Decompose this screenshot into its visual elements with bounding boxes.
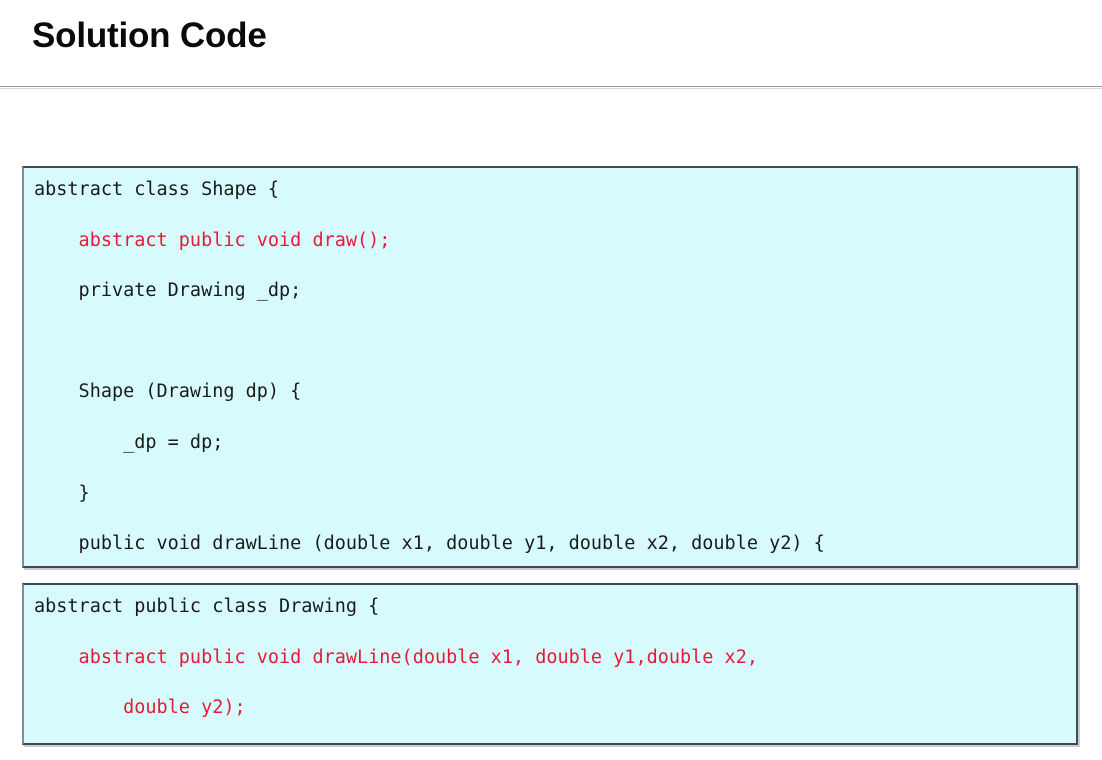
code-line: public void drawLine (double x1, double … xyxy=(34,531,1076,556)
code-line: abstract class Shape { xyxy=(34,177,1076,202)
code-token: public void drawLine (double x1, double … xyxy=(34,533,825,555)
code-line: abstract public class Drawing { xyxy=(34,594,1076,619)
code-line: abstract public void drawLine(double x1,… xyxy=(34,645,1076,670)
code-line: } xyxy=(34,481,1076,506)
code-block-drawing-class: abstract public class Drawing { abstract… xyxy=(22,583,1078,745)
code-content-shape-class: abstract class Shape { abstract public v… xyxy=(24,168,1076,566)
code-line: private Drawing _dp; xyxy=(34,278,1076,303)
code-line: Shape (Drawing dp) { xyxy=(34,379,1076,404)
code-token: _dp = dp; xyxy=(34,431,224,453)
code-token: abstract public class Drawing { xyxy=(34,596,380,617)
code-token: } xyxy=(34,482,90,504)
code-token: Shape (Drawing dp) { xyxy=(34,381,302,403)
code-content-drawing-class: abstract public class Drawing { abstract… xyxy=(24,585,1076,743)
code-token-highlight: double y2); xyxy=(34,697,246,719)
code-line: _dp = dp; xyxy=(34,430,1076,455)
code-line: double y2); xyxy=(34,695,1076,720)
code-line: abstract public void draw(); xyxy=(34,228,1076,253)
code-token-highlight: abstract public void draw(); xyxy=(34,229,391,251)
page-title: Solution Code xyxy=(32,16,267,55)
code-block-shape-class: abstract class Shape { abstract public v… xyxy=(22,166,1078,568)
title-divider-shadow xyxy=(0,88,1102,89)
code-token: abstract class Shape { xyxy=(34,179,280,200)
code-token: private Drawing _dp; xyxy=(34,280,302,302)
title-divider xyxy=(0,86,1102,87)
code-line xyxy=(34,329,1076,354)
code-token-highlight: abstract public void drawLine(double x1,… xyxy=(34,646,758,668)
